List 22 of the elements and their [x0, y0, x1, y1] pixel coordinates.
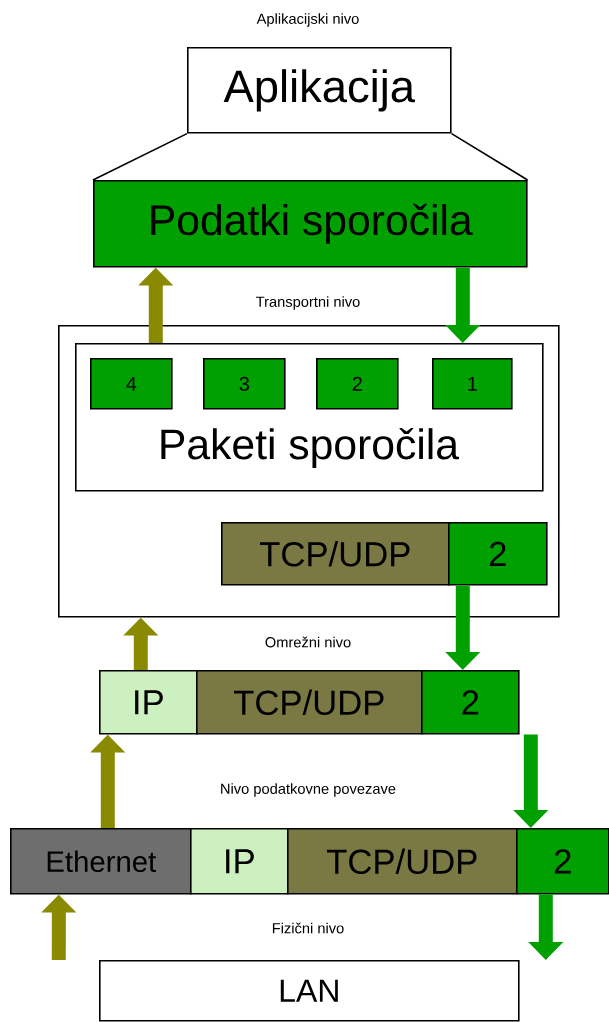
header-segment: IP	[190, 828, 289, 895]
layer-label: Fizični nivo	[272, 922, 344, 934]
packet-box: 1	[432, 358, 513, 410]
data-segment: 2	[448, 522, 548, 586]
lan-box: LAN	[99, 960, 520, 1022]
header-segment: Ethernet	[10, 828, 192, 895]
layer-label: Nivo podatkovne povezave	[221, 783, 396, 797]
packet-box: 4	[90, 358, 173, 410]
data-segment: 2	[516, 828, 609, 895]
layer-label: Aplikacijski nivo	[256, 13, 359, 27]
header-segment: TCP/UDP	[287, 828, 518, 895]
layer-label: Omrežni nivo	[265, 636, 351, 648]
layer-label: Transportni nivo	[256, 296, 360, 310]
header-segment: TCP/UDP	[221, 522, 450, 586]
connector-line	[450, 132, 529, 181]
application-box: Aplikacija	[187, 47, 452, 134]
header-segment: TCP/UDP	[196, 670, 423, 735]
header-segment: IP	[99, 670, 198, 735]
message-data-box: Podatki sporočila	[93, 180, 528, 268]
packet-box: 3	[203, 358, 286, 410]
packet-box: 2	[316, 358, 399, 410]
connector-line	[92, 132, 188, 181]
